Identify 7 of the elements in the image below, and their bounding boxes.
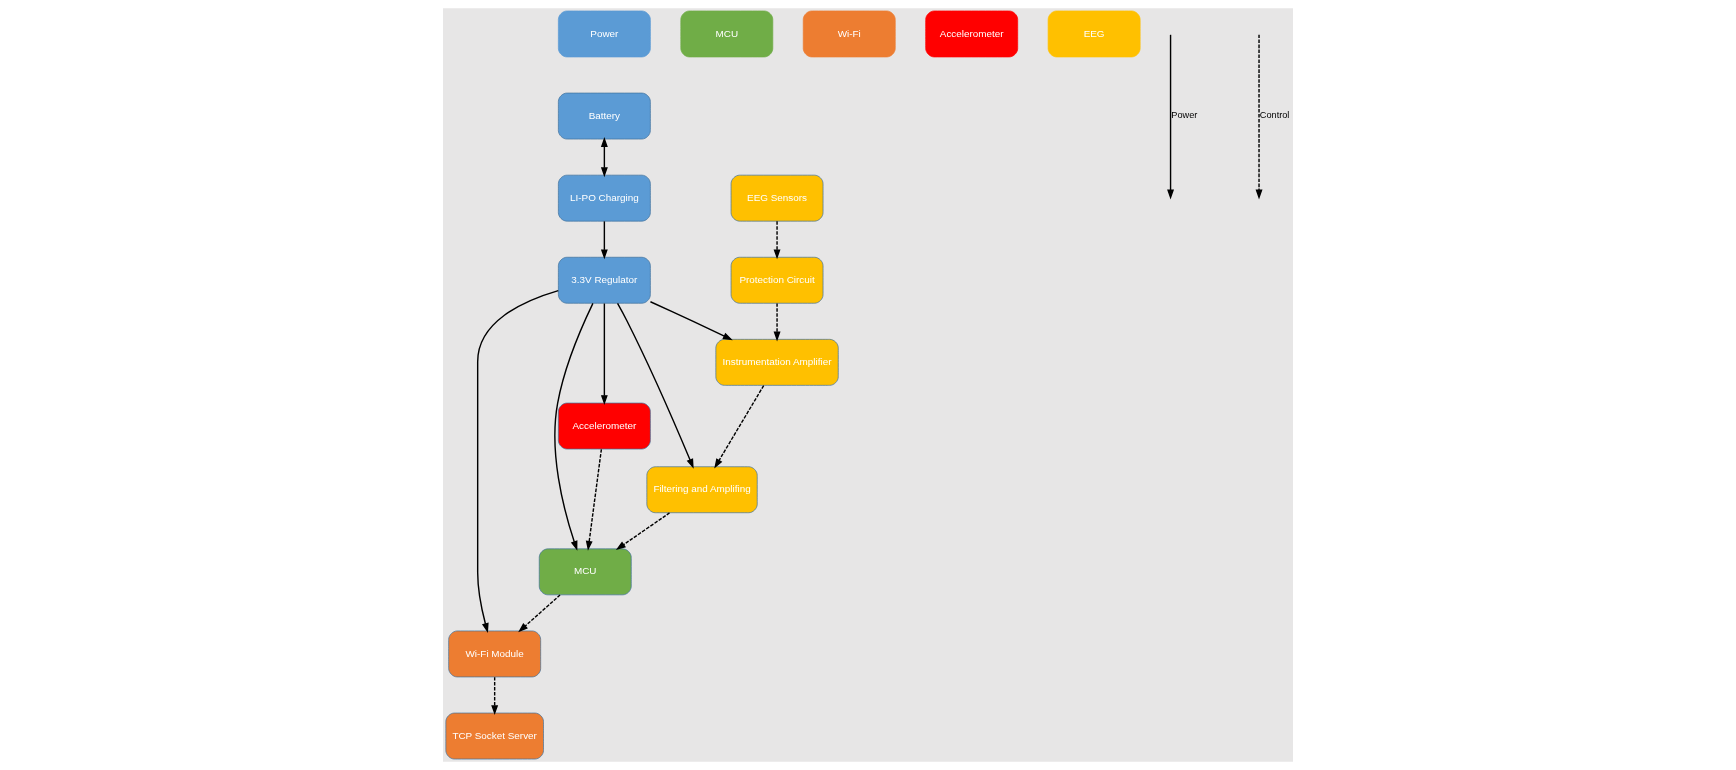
legend-label: Power bbox=[590, 27, 619, 39]
legend-label: EEG bbox=[1083, 27, 1105, 39]
legend-label: Control bbox=[1259, 110, 1290, 121]
legend-label: Accelerometer bbox=[939, 27, 1004, 39]
legend-label: Wi-Fi bbox=[837, 27, 861, 39]
legend-label: MCU bbox=[715, 27, 739, 39]
legend-label: Power bbox=[1171, 110, 1198, 121]
